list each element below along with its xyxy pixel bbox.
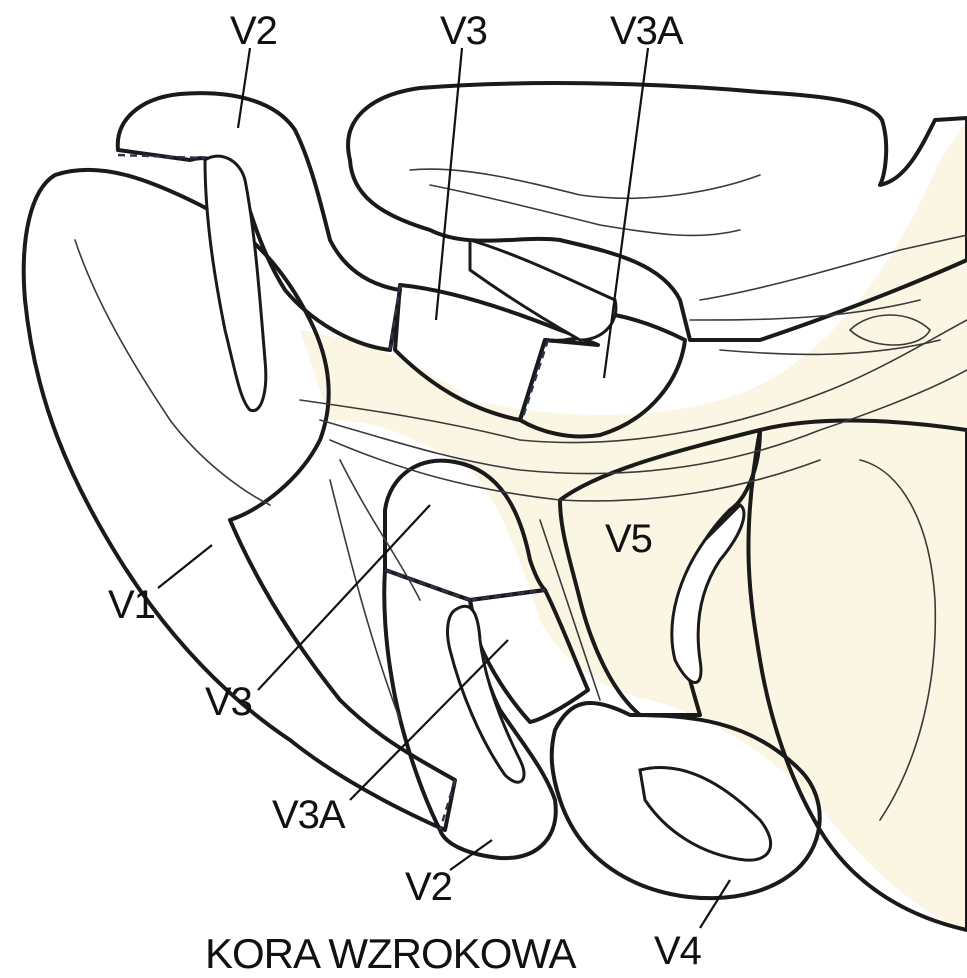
label-v3-top: V3 [440,9,487,53]
leader-v4 [700,880,730,928]
leader-v3a-top [604,48,648,378]
leader-v2-top [238,48,250,128]
label-v3-bottom: V3 [205,680,252,724]
label-v2-bottom: V2 [405,865,452,909]
upper-gyrus-inner-line [410,169,760,198]
v3-v3a-border-top [522,340,548,420]
label-v1: V1 [108,583,155,627]
label-v2-top: V2 [230,9,277,53]
label-v4: V4 [654,929,702,973]
label-v3a-bottom: V3A [272,793,346,837]
sulcus-slit-top [205,156,266,411]
leader-v1 [158,545,212,588]
leader-v3-top [436,48,462,320]
sulcus-slit-bottom [448,606,525,782]
label-v5: V5 [605,517,652,561]
diagram-caption: KORA WZROKOWA [205,930,576,977]
v4-slit [640,767,771,860]
label-v3a-top: V3A [610,9,684,53]
